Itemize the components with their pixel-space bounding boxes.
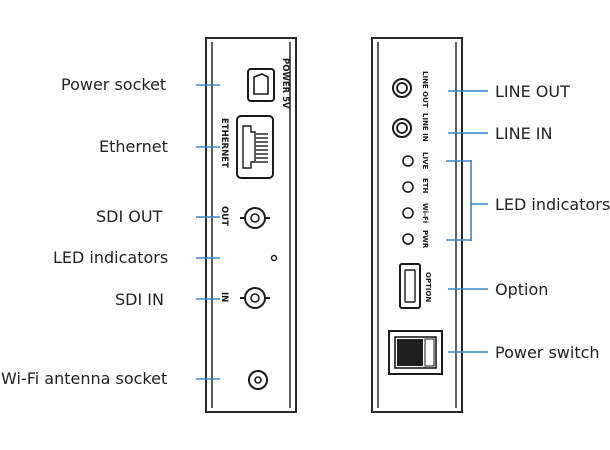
left-device-panel: POWER 5V ETHERNET OUT [205, 37, 297, 413]
wifi-panel-label: Wi-Fi [421, 203, 429, 223]
ethernet-panel-label: ETHERNET [219, 118, 229, 168]
power-socket-port [247, 68, 275, 102]
line-out-jack [392, 78, 412, 98]
ethernet-port [236, 115, 274, 179]
label-ethernet: Ethernet [99, 137, 168, 156]
option-button [399, 263, 421, 309]
pwr-panel-label: PWR [421, 230, 429, 249]
line-out-panel-label: LINE OUT [421, 71, 429, 108]
eth-panel-label: ETH [421, 178, 429, 194]
power-5v-panel-label: POWER 5V [280, 58, 290, 109]
power-switch-rocker [388, 330, 443, 375]
label-option: Option [495, 280, 548, 299]
left-led-indicator [270, 254, 278, 262]
label-line-in: LINE IN [495, 124, 552, 143]
label-led-indicators-left: LED indicators [53, 248, 168, 267]
wifi-led [402, 207, 414, 219]
line-in-jack [392, 118, 412, 138]
label-led-indicators-right: LED indicators [495, 195, 610, 214]
right-device-panel: LINE OUT LINE IN LIVE ETH Wi-Fi PWR OPTI… [371, 37, 463, 413]
label-power-switch: Power switch [495, 343, 600, 362]
live-led [402, 155, 414, 167]
wifi-antenna-socket-connector [248, 370, 268, 390]
pwr-led [402, 233, 414, 245]
label-wifi-antenna-socket: Wi-Fi antenna socket [1, 369, 167, 388]
right-callouts: LINE OUT LINE IN LED indicators Option P… [446, 82, 610, 362]
sdi-in-connector [240, 287, 270, 309]
label-sdi-in: SDI IN [115, 290, 164, 309]
option-panel-label: OPTION [424, 272, 432, 302]
live-panel-label: LIVE [421, 152, 429, 169]
eth-led [402, 181, 414, 193]
in-panel-label: IN [219, 292, 229, 302]
out-panel-label: OUT [219, 206, 229, 226]
label-line-out: LINE OUT [495, 82, 570, 101]
line-in-panel-label: LINE IN [421, 113, 429, 142]
label-power-socket: Power socket [61, 75, 166, 94]
leader-led-indicators-bracket [446, 160, 488, 241]
sdi-out-connector [240, 207, 270, 229]
label-sdi-out: SDI OUT [96, 207, 163, 226]
left-callouts: Power socket Ethernet SDI OUT LED indica… [1, 75, 220, 388]
